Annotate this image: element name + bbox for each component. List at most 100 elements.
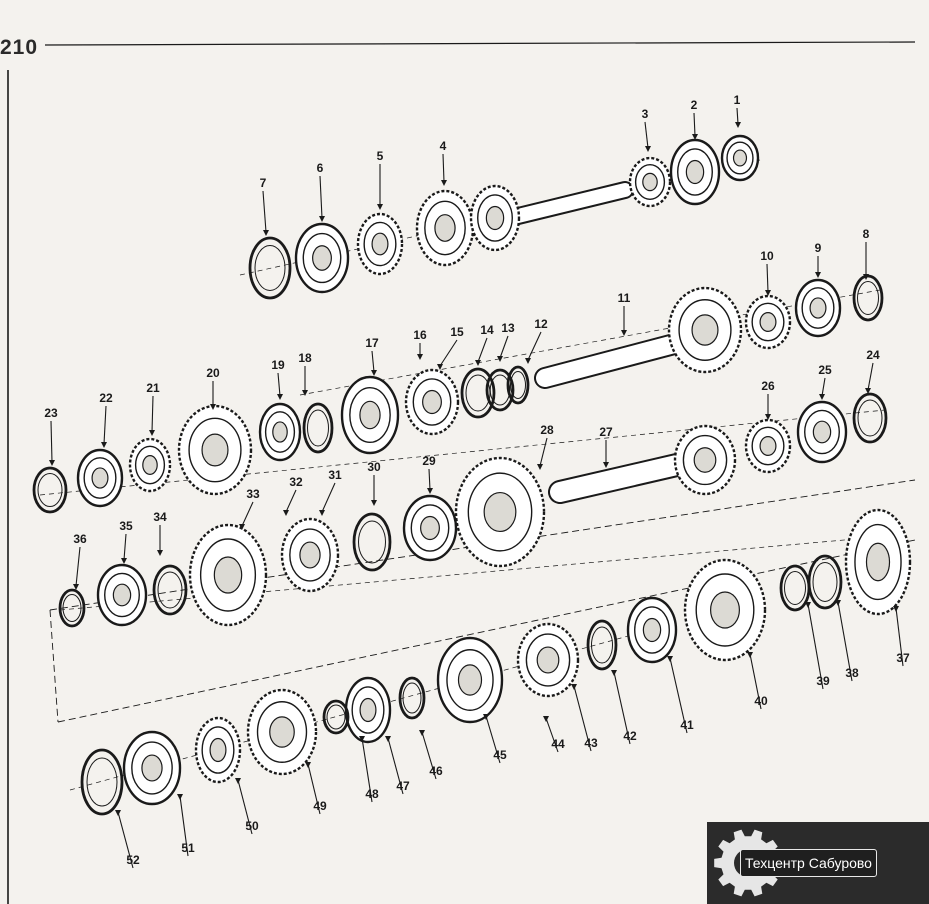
callout-32: 32 xyxy=(283,475,303,516)
part-13 xyxy=(506,365,530,405)
callout-16: 16 xyxy=(413,328,427,360)
part-31 xyxy=(280,517,340,593)
callout-20: 20 xyxy=(206,366,220,410)
part-28 xyxy=(454,456,546,568)
svg-text:26: 26 xyxy=(761,379,775,393)
callout-43: 43 xyxy=(571,684,598,752)
part-32 xyxy=(188,523,268,627)
callout-11: 11 xyxy=(618,291,631,336)
svg-text:36: 36 xyxy=(73,532,87,546)
callout-13: 13 xyxy=(497,321,515,362)
part-3 xyxy=(356,212,404,276)
callout-8: 8 xyxy=(863,227,870,280)
part-18 xyxy=(302,402,334,454)
watermark: Техцентр Сабурово xyxy=(707,822,929,904)
callout-24: 24 xyxy=(865,348,880,394)
callout-38: 38 xyxy=(835,600,859,682)
callout-47: 47 xyxy=(385,736,410,795)
svg-text:25: 25 xyxy=(818,363,832,377)
part-29 xyxy=(402,494,458,562)
svg-text:22: 22 xyxy=(99,391,113,405)
callout-39: 39 xyxy=(805,602,830,690)
callout-30: 30 xyxy=(367,460,381,506)
part-9 xyxy=(852,274,884,322)
callout-10: 10 xyxy=(760,249,774,296)
callout-44: 44 xyxy=(543,716,565,753)
part-46 xyxy=(322,699,350,735)
svg-text:35: 35 xyxy=(119,519,133,533)
part-50 xyxy=(80,748,124,816)
callout-18: 18 xyxy=(298,351,312,396)
callout-7: 7 xyxy=(260,176,269,236)
callout-49: 49 xyxy=(305,762,327,815)
header-rule xyxy=(44,41,916,46)
callout-15: 15 xyxy=(437,325,464,370)
callouts-layer: 1234567891011121314151617181920212223242… xyxy=(44,93,910,869)
svg-text:48: 48 xyxy=(365,787,379,801)
callout-41: 41 xyxy=(667,656,694,734)
callout-52: 52 xyxy=(115,810,140,869)
svg-text:9: 9 xyxy=(815,241,822,255)
part-17 xyxy=(340,375,400,455)
callout-28: 28 xyxy=(537,423,554,470)
svg-text:49: 49 xyxy=(313,799,327,813)
svg-text:28: 28 xyxy=(540,423,554,437)
callout-36: 36 xyxy=(73,532,87,590)
part-42 xyxy=(516,622,580,698)
svg-text:46: 46 xyxy=(429,764,443,778)
part-33 xyxy=(152,564,188,616)
axis-row-2 xyxy=(299,289,881,396)
callout-23: 23 xyxy=(44,406,58,466)
part-1 xyxy=(248,236,292,300)
part-24 xyxy=(852,392,888,444)
svg-text:34: 34 xyxy=(153,510,167,524)
part-40 xyxy=(626,596,678,664)
svg-text:20: 20 xyxy=(206,366,220,380)
svg-text:44: 44 xyxy=(551,737,565,751)
part-12 xyxy=(667,286,743,374)
callout-2: 2 xyxy=(691,98,698,140)
part-27 xyxy=(673,424,737,496)
callout-26: 26 xyxy=(761,379,775,420)
callout-6: 6 xyxy=(317,161,325,222)
callout-27: 27 xyxy=(599,425,613,468)
callout-9: 9 xyxy=(815,241,822,278)
svg-text:4: 4 xyxy=(440,139,447,153)
svg-text:31: 31 xyxy=(328,468,342,482)
part-7 xyxy=(669,138,721,206)
svg-text:52: 52 xyxy=(126,853,140,867)
part-15 xyxy=(460,367,496,419)
svg-text:41: 41 xyxy=(680,718,694,732)
part-38 xyxy=(779,564,811,612)
svg-text:21: 21 xyxy=(146,381,160,395)
callout-45: 45 xyxy=(483,714,507,764)
svg-text:39: 39 xyxy=(816,674,830,688)
svg-text:42: 42 xyxy=(623,729,637,743)
svg-text:50: 50 xyxy=(245,819,259,833)
boundary-dash-left xyxy=(49,609,59,723)
svg-text:5: 5 xyxy=(377,149,384,163)
part-8 xyxy=(720,134,760,182)
part-2 xyxy=(294,222,350,294)
callout-51: 51 xyxy=(177,794,195,857)
svg-text:12: 12 xyxy=(534,317,548,331)
part-5 xyxy=(469,184,521,252)
callout-42: 42 xyxy=(611,670,637,745)
svg-text:19: 19 xyxy=(271,358,285,372)
callout-48: 48 xyxy=(359,736,379,803)
svg-text:10: 10 xyxy=(760,249,774,263)
callout-12: 12 xyxy=(525,317,548,364)
part-22 xyxy=(76,448,124,508)
callout-21: 21 xyxy=(146,381,160,436)
axis-row-3 xyxy=(39,409,886,496)
svg-text:15: 15 xyxy=(450,325,464,339)
callout-22: 22 xyxy=(99,391,113,448)
callout-50: 50 xyxy=(235,778,259,835)
callout-37: 37 xyxy=(893,606,910,667)
svg-text:11: 11 xyxy=(618,291,631,305)
svg-text:47: 47 xyxy=(396,779,410,793)
callout-25: 25 xyxy=(818,363,832,400)
part-30 xyxy=(352,512,392,572)
callout-17: 17 xyxy=(365,336,379,376)
